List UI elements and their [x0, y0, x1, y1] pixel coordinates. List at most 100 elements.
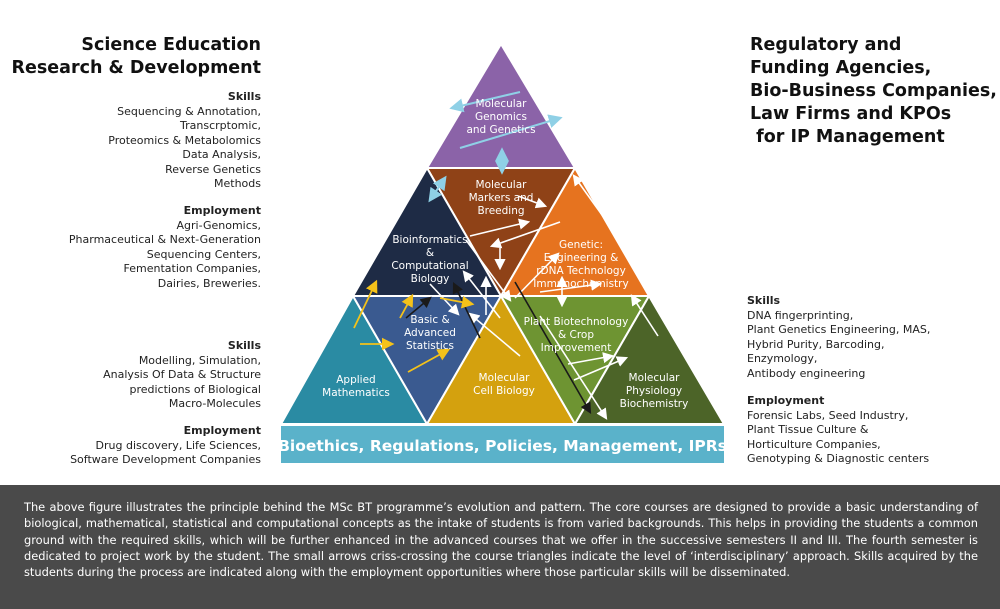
triangle-label-line: &	[426, 247, 434, 259]
block-line: Hybrid Purity, Barcoding,	[747, 337, 885, 351]
arrow	[428, 175, 447, 203]
triangle-label-line: Bioinformatics	[392, 234, 467, 246]
block-title: Skills	[227, 90, 261, 103]
arrow	[539, 315, 608, 420]
left-skills-computational: Skills Modelling, Simulation, Analysis O…	[103, 339, 261, 412]
right-employment: Employment Forensic Labs, Seed Industry,…	[747, 394, 929, 467]
block-title: Skills	[747, 294, 781, 307]
block-line: Proteomics & Metabolomics	[108, 133, 261, 147]
triangle-label-line: Breeding	[477, 205, 524, 217]
arrow	[449, 91, 521, 113]
triangle-label-line: Computational	[391, 260, 468, 272]
block-line: Drug discovery, Life Sciences,	[95, 438, 261, 452]
triangle-label-line: Plant Biotechnology	[524, 316, 629, 328]
block-line: Horticulture Companies,	[747, 437, 881, 451]
triangle-label-line: Biology	[411, 273, 450, 285]
right-heading-line: Funding Agencies,	[750, 58, 932, 78]
arrow	[514, 281, 592, 414]
triangle-label-line: Molecular	[476, 179, 528, 191]
triangle-label-line: and Genetics	[466, 124, 535, 136]
block-line: Reverse Genetics	[165, 162, 261, 176]
block-line: Fementation Companies,	[123, 262, 261, 275]
triangle-label-line: Basic &	[410, 314, 449, 326]
right-heading-line: for IP Management	[750, 127, 945, 147]
arrow	[452, 281, 481, 339]
arrow	[567, 352, 615, 365]
block-line: Genotyping & Diagnostic centers	[747, 452, 930, 465]
block-line: Plant Tissue Culture &	[747, 423, 869, 436]
block-title: Employment	[747, 394, 825, 407]
arrow	[465, 239, 512, 302]
triangle-label-line: Engineering &	[544, 252, 619, 264]
base-bar-label: Bioethics, Regulations, Policies, Manage…	[278, 437, 727, 455]
triangle-label-line: Genomics	[475, 111, 527, 123]
block-line: Methods	[214, 177, 261, 190]
arrow	[573, 356, 629, 381]
block-line: Enzymology,	[747, 352, 818, 365]
triangle-label-line: rDNA Technology	[536, 265, 626, 277]
arrow	[462, 270, 501, 319]
block-line: Dairies, Breweries.	[157, 276, 261, 290]
triangle-label-line: Molecular	[479, 372, 531, 384]
right-skills: Skills DNA fingerprinting, Plant Genetic…	[747, 294, 930, 381]
right-heading-line: Regulatory and	[750, 35, 902, 55]
left-heading: Science Education Research & Development	[12, 34, 262, 80]
triangle-label-line: Mathematics	[322, 387, 390, 399]
block-title: Employment	[183, 204, 261, 217]
block-line: Macro-Molecules	[168, 397, 261, 410]
block-line: Pharmaceutical & Next-Generation	[68, 233, 261, 246]
block-line: predictions of Biological	[129, 382, 261, 396]
triangle-label-line: Markers and	[469, 192, 534, 204]
block-line: Modelling, Simulation,	[138, 353, 261, 367]
triangle-label-line: Molecular	[629, 372, 681, 384]
triangle-label-line: Statistics	[406, 340, 454, 352]
block-title: Employment	[183, 424, 261, 437]
arrow	[630, 294, 659, 337]
block-line: Forensic Labs, Seed Industry,	[747, 408, 909, 422]
arrow	[407, 348, 451, 373]
left-heading-line: Research & Development	[11, 58, 262, 78]
arrow	[517, 195, 548, 209]
arrow	[405, 296, 432, 319]
interdisciplinary-arrows	[353, 91, 659, 420]
left-skills-genomics: Skills Sequencing & Annotation, Transcrp…	[108, 90, 261, 192]
block-line: Analysis Of Data & Structure	[103, 368, 261, 381]
arrow	[353, 279, 378, 329]
block-line: Agri-Genomics,	[176, 218, 262, 232]
base-bar	[281, 426, 724, 463]
block-line: Plant Genetics Engineering, MAS,	[747, 323, 931, 336]
left-employment-genomics: Employment Agri-Genomics, Pharmaceutical…	[69, 204, 261, 291]
block-line: Data Analysis,	[182, 148, 261, 161]
right-heading-line: Bio-Business Companies,	[750, 81, 997, 101]
block-line: Sequencing Centers,	[146, 247, 261, 261]
left-employment-computational: Employment Drug discovery, Life Sciences…	[70, 424, 261, 468]
arrow	[469, 218, 531, 237]
triangle-label-line: Applied	[336, 374, 375, 386]
arrow	[489, 221, 561, 249]
arrow	[399, 293, 414, 319]
footer-text: The above figure illustrates the princip…	[24, 500, 978, 580]
left-heading-line: Science Education	[81, 35, 261, 55]
triangle-label-line: Advanced	[404, 327, 456, 339]
arrow	[572, 174, 611, 227]
arrow	[468, 312, 521, 357]
block-line: Transcrptomic,	[180, 119, 261, 132]
arrow	[439, 295, 475, 309]
triangle-label-line: Cell Biology	[473, 385, 535, 397]
right-heading: Regulatory and Funding Agencies, Bio-Bus…	[750, 34, 997, 149]
arrow	[539, 279, 603, 293]
triangle-label-line: Biochemistry	[620, 398, 689, 410]
triangle-label-line: Molecular	[476, 98, 528, 110]
triangle-label-line: Physiology	[626, 385, 682, 397]
triangle-label-line: & Crop	[558, 329, 594, 341]
triangle-label-line: Genetic:	[559, 239, 603, 251]
